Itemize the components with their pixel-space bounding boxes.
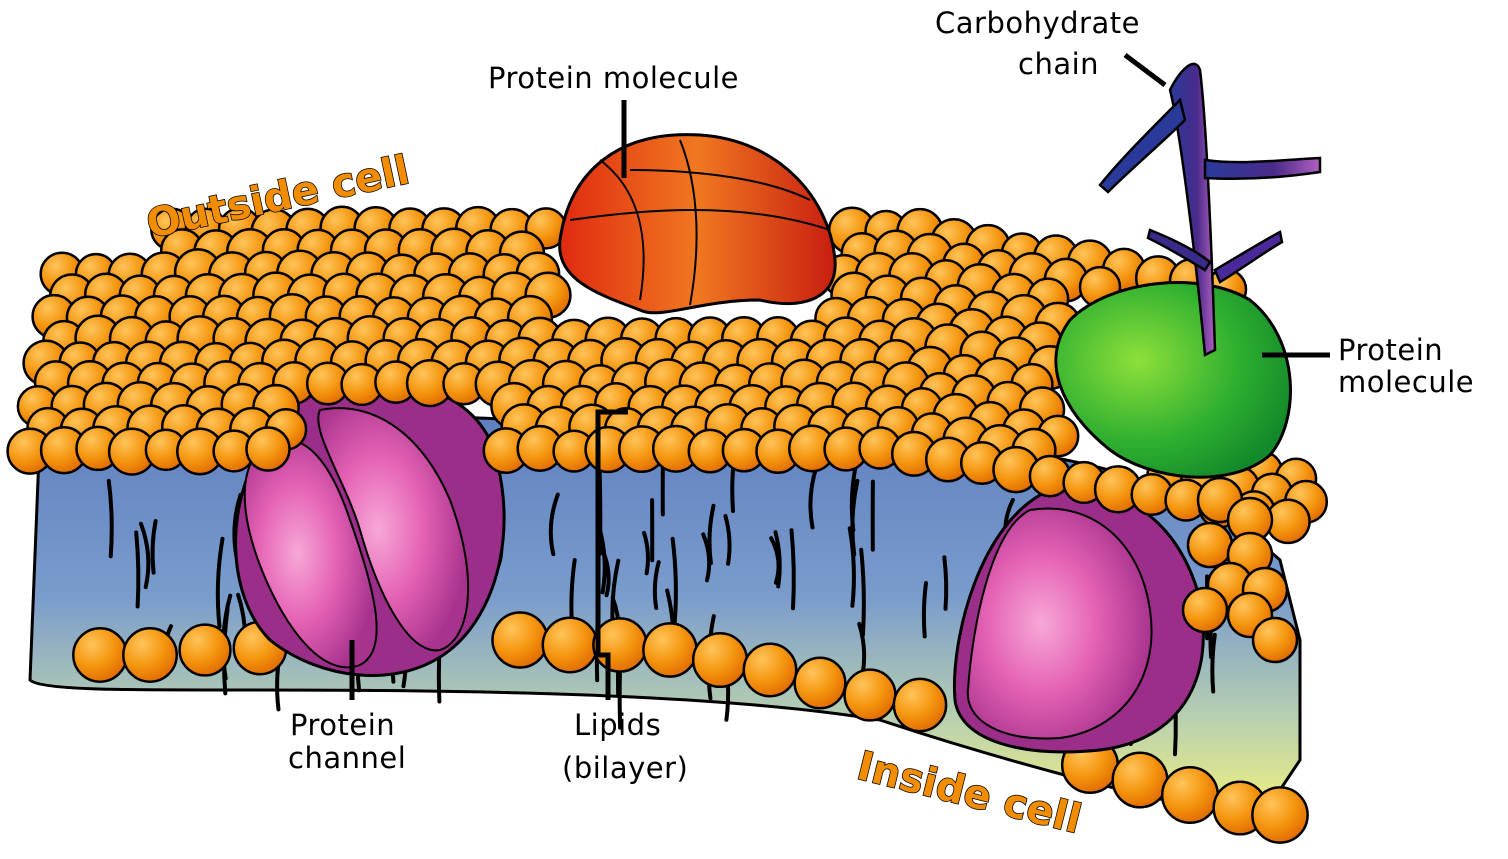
lipid-tail	[944, 557, 946, 609]
lipid-tail	[924, 583, 926, 636]
lipid-head	[180, 625, 231, 676]
lipid-head	[643, 623, 696, 676]
lipid-head	[1188, 523, 1232, 567]
protein-molecule-label-right-line1: Protein	[1338, 333, 1443, 367]
lipid-head	[894, 679, 946, 731]
lipid-head	[73, 628, 126, 681]
lipid-head	[593, 618, 646, 671]
lipid-head	[493, 613, 548, 668]
lipid-head	[693, 633, 747, 687]
lipid-head	[845, 670, 896, 721]
lipid-head	[1253, 618, 1297, 662]
lipid-head	[1252, 787, 1307, 842]
protein-molecule-top	[560, 135, 836, 313]
lipid-head	[1113, 753, 1168, 808]
lipid-head	[1183, 588, 1227, 632]
lipid-head	[744, 644, 796, 696]
protein-molecule-label-right-line2: molecule	[1338, 365, 1474, 399]
lipid-head	[543, 618, 597, 672]
lipid-head	[1162, 767, 1218, 823]
lipid-tail	[792, 530, 794, 608]
lipid-head	[247, 428, 290, 471]
carbohydrate-chain-label-line1: Carbohydrate	[935, 6, 1140, 40]
protein-channel-label-line1: Protein	[290, 708, 395, 742]
protein-channel-label-line2: channel	[288, 741, 406, 775]
protein-molecule-label-top: Protein molecule	[488, 61, 739, 95]
lipid-tail	[1212, 635, 1214, 692]
lipid-head	[795, 658, 846, 709]
lipid-tail	[136, 533, 138, 607]
lipid-head	[123, 628, 176, 681]
protein-molecule-right	[1056, 283, 1291, 478]
lipids-label-line1: Lipids	[574, 708, 661, 742]
lipids-label-line2: (bilayer)	[562, 751, 688, 785]
carbohydrate-chain-label-line2: chain	[1018, 47, 1099, 81]
